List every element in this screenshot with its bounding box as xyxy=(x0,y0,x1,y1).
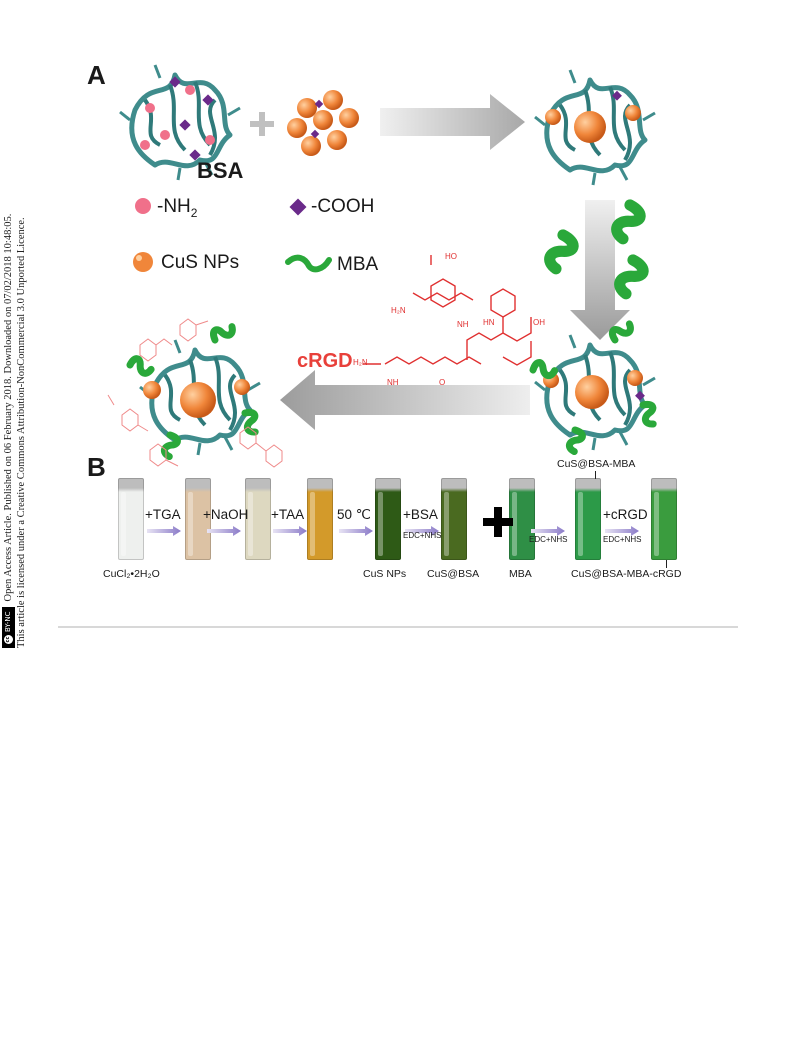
cuvette-shine xyxy=(654,492,659,556)
cooh-marker-icon xyxy=(289,198,307,216)
crgd-structure xyxy=(363,255,532,366)
label-cucl2: CuCl₂•2H₂O xyxy=(103,568,160,580)
cc-badge-text: BY-NC xyxy=(4,611,12,632)
label-cus-bsa-mba: CuS@BSA-MBA xyxy=(557,458,636,470)
legend-mba: MBA xyxy=(337,254,379,275)
bsa-label: BSA xyxy=(197,158,244,183)
step-naoh: +NaOH xyxy=(203,507,249,522)
plus-icon xyxy=(483,507,513,537)
cuvette-shine xyxy=(310,492,315,556)
crgd-label: cRGD xyxy=(297,350,353,372)
struct-oh: OH xyxy=(533,318,545,327)
license-line-2[interactable]: This article is licensed under a Creativ… xyxy=(16,217,27,648)
struct-nh-small: NH xyxy=(387,378,399,387)
struct-nh: NH xyxy=(457,320,469,329)
step-taa: +TAA xyxy=(271,507,305,522)
license-sidebar: cc BY-NC Open Access Article. Published … xyxy=(2,28,28,648)
struct-hn: HN xyxy=(483,318,495,327)
cuvette-shine xyxy=(121,492,126,556)
panel-b-letter: B xyxy=(87,452,106,482)
nh2-marker-icon xyxy=(135,198,151,214)
cus-nanoparticles-cluster xyxy=(287,90,359,156)
step-bsa: +BSA xyxy=(403,507,438,522)
cus-np-marker-icon xyxy=(133,252,153,272)
cuvette-tube xyxy=(375,478,401,560)
cuvette-shine xyxy=(512,492,517,556)
figure-graphics xyxy=(107,60,745,468)
cuvette-tube xyxy=(575,478,601,560)
cuvette-tube xyxy=(118,478,144,560)
cc-icon: cc xyxy=(4,635,13,644)
cuvette-shine xyxy=(248,492,253,556)
struct-h2n-top: H₂N xyxy=(391,306,406,315)
legend-nh2-text: -NH xyxy=(157,196,191,217)
cuvette-shine xyxy=(444,492,449,556)
cuvette-tube xyxy=(651,478,677,560)
cuvette-tube xyxy=(185,478,211,560)
step-50c: 50 ℃ xyxy=(337,507,371,522)
struct-ho: HO xyxy=(445,252,457,261)
cus-bsa-mba-complex xyxy=(531,319,661,452)
cuvette-tube xyxy=(509,478,535,560)
legend-cooh: -COOH xyxy=(311,196,375,217)
violet-step-arrow xyxy=(147,526,181,536)
violet-step-arrow xyxy=(605,526,639,536)
license-line-1: Open Access Article. Published on 06 Feb… xyxy=(3,213,14,602)
arrow-left xyxy=(280,370,530,430)
label-mba: MBA xyxy=(509,568,532,580)
legend-nh2: -NH2 xyxy=(157,196,197,220)
panel-a-letter: A xyxy=(87,60,106,90)
violet-step-arrow xyxy=(405,526,439,536)
violet-step-arrow xyxy=(339,526,373,536)
struct-o: O xyxy=(439,378,446,387)
cuvette-tube xyxy=(441,478,467,560)
plus-sign xyxy=(250,112,274,136)
label-cus-bsa: CuS@BSA xyxy=(427,568,480,580)
mba-marker-icon xyxy=(285,254,332,273)
step-crgd: +cRGD xyxy=(603,507,648,522)
substep-edc-2: EDC+NHS xyxy=(529,535,568,544)
legend-cus: CuS NPs xyxy=(161,252,240,273)
violet-step-arrow xyxy=(207,526,241,536)
substep-edc-3: EDC+NHS xyxy=(603,535,642,544)
step-tga: +TGA xyxy=(145,507,181,522)
legend-nh2-sub: 2 xyxy=(190,205,198,220)
label-final: CuS@BSA-MBA-cRGD xyxy=(571,568,682,580)
horizontal-rule xyxy=(58,626,738,628)
cuvette-shine xyxy=(188,492,193,556)
cuvette-shine xyxy=(378,492,383,556)
pointer-line-bottom xyxy=(666,560,667,568)
scheme-figure: A BSA -NH2 -COOH CuS NPs MBA cRGD HO H₂N… xyxy=(85,60,745,600)
pointer-line-top xyxy=(595,471,596,479)
cuvette-tube xyxy=(245,478,271,560)
cuvette-tube xyxy=(307,478,333,560)
substep-edc-1: EDC+NHS xyxy=(403,531,442,540)
final-conjugate xyxy=(107,319,283,468)
cuvette-shine xyxy=(578,492,583,556)
violet-step-arrow xyxy=(531,526,565,536)
violet-step-arrow xyxy=(273,526,307,536)
arrow-right xyxy=(380,94,525,150)
label-cus-nps: CuS NPs xyxy=(363,568,407,580)
cus-bsa-complex xyxy=(535,70,655,185)
cc-license-badge[interactable]: cc BY-NC xyxy=(2,607,15,648)
struct-h2n-bottom: H₂N xyxy=(353,358,368,367)
